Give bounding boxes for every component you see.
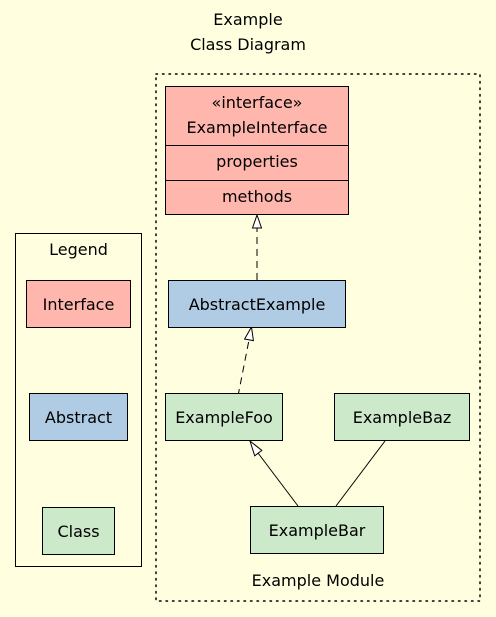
legend-panel: Legend bbox=[15, 233, 142, 567]
module-label: Example Module bbox=[251, 571, 385, 590]
example-foo-label: ExampleFoo bbox=[175, 407, 273, 427]
legend-abstract-swatch: Abstract bbox=[29, 393, 128, 441]
legend-interface-label: Interface bbox=[42, 294, 115, 314]
legend-interface-swatch: Interface bbox=[26, 280, 131, 328]
edge-foo-to-abstract bbox=[237, 339, 250, 397]
module-frame bbox=[155, 73, 481, 602]
interface-node: «interface» ExampleInterface properties … bbox=[165, 86, 349, 215]
legend-title: Legend bbox=[49, 240, 108, 259]
edge-bar-to-baz bbox=[335, 440, 386, 507]
example-bar-node: ExampleBar bbox=[250, 506, 384, 554]
interface-stereotype: «interface» bbox=[211, 93, 303, 112]
interface-name: ExampleInterface bbox=[186, 118, 328, 137]
example-baz-label: ExampleBaz bbox=[352, 407, 452, 427]
legend-class-label: Class bbox=[57, 521, 100, 541]
edge-bar-to-foo bbox=[257, 452, 299, 507]
interface-divider-1 bbox=[166, 145, 348, 146]
arrowhead-interface bbox=[251, 213, 263, 229]
legend-abstract-label: Abstract bbox=[44, 407, 113, 427]
abstract-example-label: AbstractExample bbox=[188, 294, 326, 314]
diagram-title-line-1: Example bbox=[213, 10, 283, 29]
arrowhead-foo bbox=[249, 439, 263, 457]
interface-properties: properties bbox=[216, 152, 298, 171]
arrowhead-abstract bbox=[243, 325, 254, 342]
abstract-example-node: AbstractExample bbox=[168, 280, 346, 328]
interface-methods: methods bbox=[221, 187, 293, 206]
example-foo-node: ExampleFoo bbox=[165, 393, 283, 441]
interface-divider-2 bbox=[166, 180, 348, 181]
example-baz-node: ExampleBaz bbox=[334, 393, 470, 441]
diagram-title-line-2: Class Diagram bbox=[190, 35, 306, 54]
legend-class-swatch: Class bbox=[42, 507, 115, 555]
example-bar-label: ExampleBar bbox=[268, 520, 366, 540]
